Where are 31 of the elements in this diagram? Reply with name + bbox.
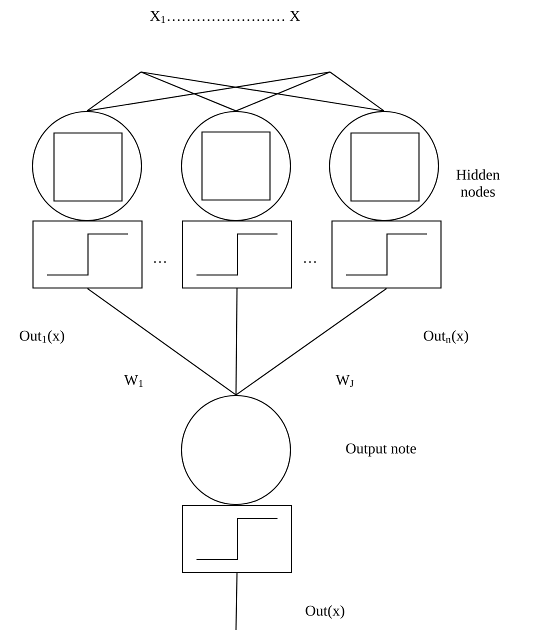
neuron-circle bbox=[328, 110, 440, 222]
text-label: W$_{1}$ bbox=[124, 375, 143, 387]
connector-line bbox=[86, 71, 330, 112]
connector-line bbox=[140, 71, 384, 112]
text-label: Out$_{1}$(x) bbox=[20, 330, 64, 344]
text-label: … bbox=[154, 261, 166, 263]
connector-line bbox=[235, 288, 238, 395]
activation-box bbox=[182, 220, 292, 289]
connector-line bbox=[87, 288, 236, 396]
connector-line bbox=[140, 71, 236, 112]
inner-square bbox=[53, 132, 123, 202]
neuron-circle bbox=[180, 110, 292, 222]
activation-box bbox=[32, 220, 143, 289]
connector-line bbox=[236, 71, 330, 112]
neuron-circle bbox=[180, 394, 292, 506]
connector-line bbox=[330, 72, 384, 112]
text-label: X$_{1}$…………………… X bbox=[150, 11, 300, 23]
connector-line bbox=[235, 573, 238, 630]
node-label: Output note bbox=[346, 443, 416, 457]
neuron-circle bbox=[32, 110, 142, 222]
text-label: Out$_{n}$(x) bbox=[424, 330, 468, 344]
inner-square bbox=[201, 131, 271, 201]
text-label: W$_{J}$ bbox=[336, 374, 354, 388]
node-label: Hidden nodes bbox=[456, 169, 500, 197]
text-label: … bbox=[304, 261, 316, 263]
activation-box bbox=[182, 504, 292, 574]
activation-box bbox=[331, 220, 442, 289]
text-label: Out(x) bbox=[306, 605, 344, 619]
connector-line bbox=[236, 288, 387, 396]
inner-square bbox=[350, 132, 420, 202]
connector-line bbox=[86, 72, 142, 112]
